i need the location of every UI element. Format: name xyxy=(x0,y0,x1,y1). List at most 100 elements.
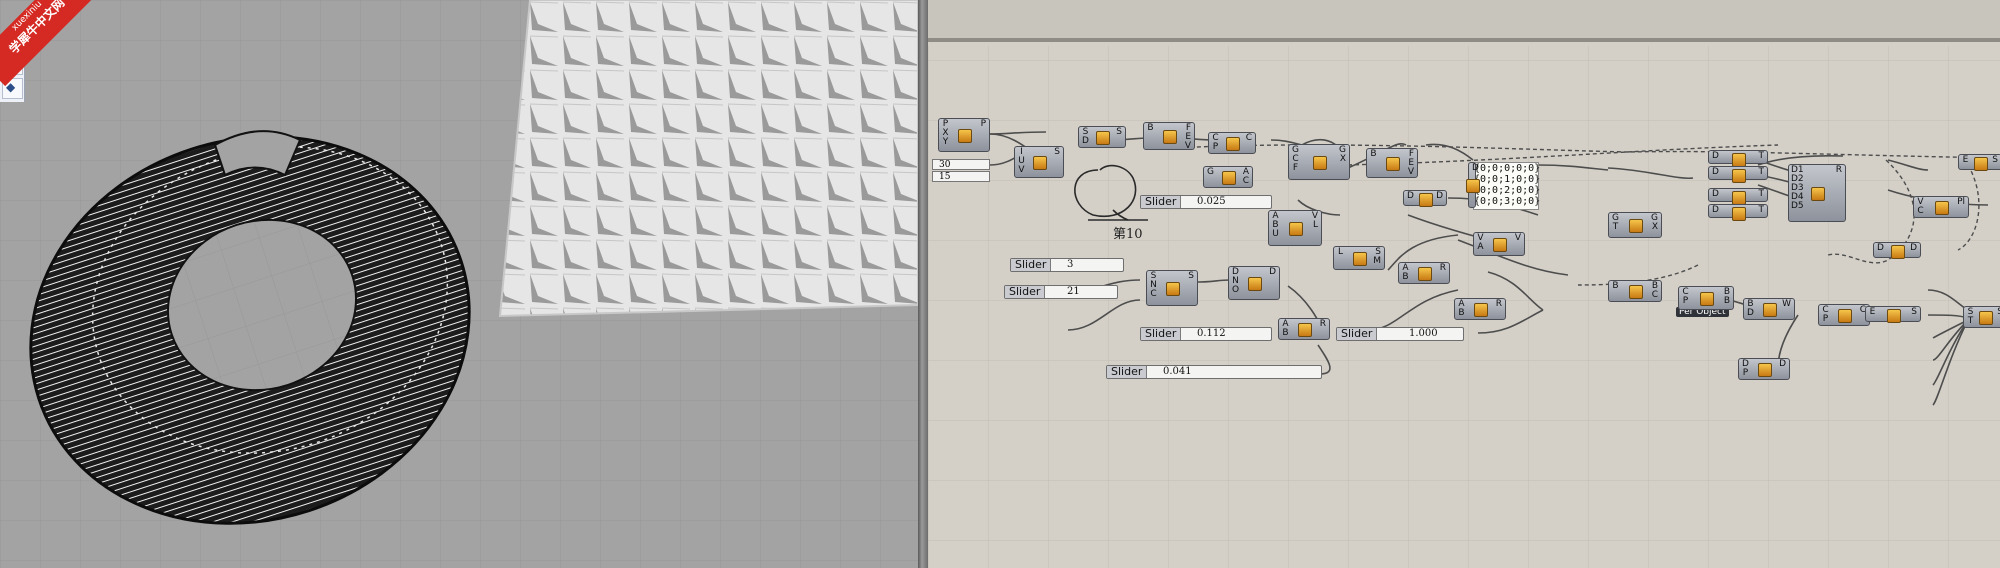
node-inputs[interactable]: B xyxy=(1370,149,1377,159)
slider-3[interactable]: Slider 3 xyxy=(1010,258,1124,272)
node-outputs[interactable]: S xyxy=(1911,307,1917,317)
node-outputs[interactable]: D xyxy=(1269,267,1276,277)
node-outputs[interactable]: V xyxy=(1514,233,1521,243)
node-outputs[interactable]: T xyxy=(1758,189,1765,199)
node-outputs[interactable]: T xyxy=(1758,205,1765,215)
node-outputs[interactable]: S xyxy=(1054,147,1060,157)
node-outputs[interactable]: S xyxy=(1992,155,1998,165)
node-inputs[interactable]: D xyxy=(1472,163,1479,173)
slider-0-112[interactable]: Slider 0.112 xyxy=(1140,327,1272,341)
node-outputs[interactable]: R xyxy=(1495,299,1502,309)
node-outputs[interactable]: P xyxy=(980,119,986,129)
node-outputs[interactable]: R xyxy=(1835,165,1842,175)
node-outputs[interactable]: W xyxy=(1782,299,1791,309)
component-node-tree[interactable]: D xyxy=(1466,162,1480,208)
node-inputs[interactable]: D xyxy=(1712,189,1719,199)
node-outputs[interactable]: R xyxy=(1319,319,1326,329)
tree-data-panel[interactable]: {0;0;0;0;0} {0;0;1;0;0} {0;0;2;0;0} {0;0… xyxy=(1473,162,1540,210)
node-outputs[interactable]: D xyxy=(1910,243,1917,253)
node-outputs[interactable]: R xyxy=(1439,263,1446,273)
slider-1-000[interactable]: Slider 1.000 xyxy=(1336,327,1464,341)
slider-0-025[interactable]: Slider 0.025 xyxy=(1140,195,1272,209)
node-outputs[interactable]: D xyxy=(1779,359,1786,369)
component-node-stS[interactable]: ST S xyxy=(1963,306,2000,328)
rhino-viewport[interactable]: ▷ ◆ xuexiniu 学犀牛中文网 xyxy=(0,0,918,568)
node-inputs[interactable]: B xyxy=(1612,281,1619,291)
viewport-splitter[interactable] xyxy=(918,0,928,568)
slider-21[interactable]: Slider 21 xyxy=(1004,285,1118,299)
node-inputs[interactable]: D xyxy=(1712,151,1719,161)
node-outputs[interactable]: D xyxy=(1436,191,1443,201)
number-input-30[interactable]: 30 xyxy=(932,159,990,170)
node-inputs[interactable]: G xyxy=(1207,167,1214,177)
node-inputs[interactable]: L xyxy=(1337,247,1343,257)
node-outputs[interactable]: S xyxy=(1997,308,2000,317)
node-inputs[interactable]: D xyxy=(1407,191,1414,201)
node-outputs[interactable]: C xyxy=(1859,305,1866,315)
node-outputs[interactable]: T xyxy=(1758,167,1765,177)
node-inputs[interactable]: B xyxy=(1147,123,1154,133)
node-inputs[interactable]: E xyxy=(1962,155,1969,165)
number-input-15[interactable]: 15 xyxy=(932,171,990,182)
node-inputs[interactable]: E xyxy=(1869,307,1876,317)
node-outputs[interactable]: Pl xyxy=(1957,197,1965,207)
node-inputs[interactable]: D xyxy=(1877,243,1884,253)
node-outputs[interactable]: T xyxy=(1758,151,1765,161)
grasshopper-canvas[interactable]: 第10 Slider 0.025 Slider 3 Slider 21 Slid… xyxy=(928,0,2000,568)
node-outputs[interactable]: S xyxy=(1188,271,1194,281)
